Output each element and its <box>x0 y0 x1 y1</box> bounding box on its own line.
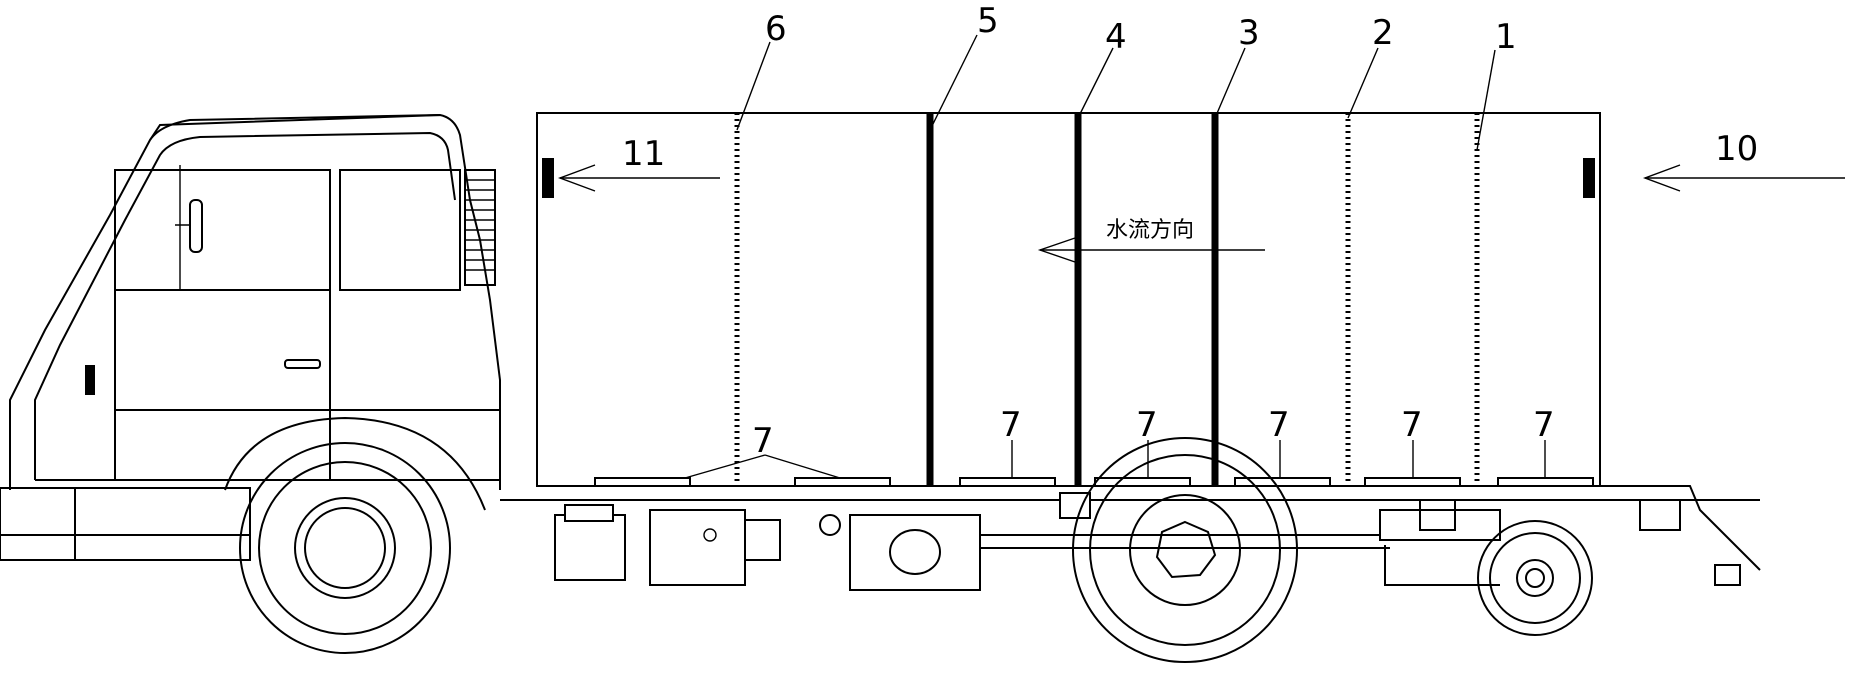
middle-wheel <box>1072 437 1298 663</box>
label-11: 11 <box>622 134 665 174</box>
label-7a: 7 <box>752 421 774 461</box>
label-1: 1 <box>1495 17 1517 57</box>
truck-cab <box>0 113 501 561</box>
outlet-port-11 <box>542 158 554 198</box>
chassis <box>500 485 1761 591</box>
water-tank-body <box>536 112 1601 487</box>
inlet-port-10 <box>1583 158 1595 198</box>
flow-direction-label: 水流方向 <box>1106 218 1194 243</box>
label-7d: 7 <box>1268 405 1290 445</box>
arrows <box>557 164 1845 263</box>
label-4: 4 <box>1105 17 1127 57</box>
callout-leaders <box>684 34 1546 479</box>
label-7c: 7 <box>1136 405 1158 445</box>
rear-small-wheel <box>1477 520 1593 636</box>
pump-unit <box>554 514 626 581</box>
label-10: 10 <box>1715 129 1758 169</box>
label-2: 2 <box>1372 13 1394 53</box>
label-7b: 7 <box>1000 405 1022 445</box>
fuel-tank <box>849 514 981 591</box>
label-6: 6 <box>765 9 787 49</box>
label-7e: 7 <box>1401 405 1423 445</box>
front-wheel <box>224 416 486 654</box>
label-3: 3 <box>1238 13 1260 53</box>
label-5: 5 <box>977 1 999 41</box>
label-7f: 7 <box>1533 405 1555 445</box>
gearbox <box>649 509 746 586</box>
